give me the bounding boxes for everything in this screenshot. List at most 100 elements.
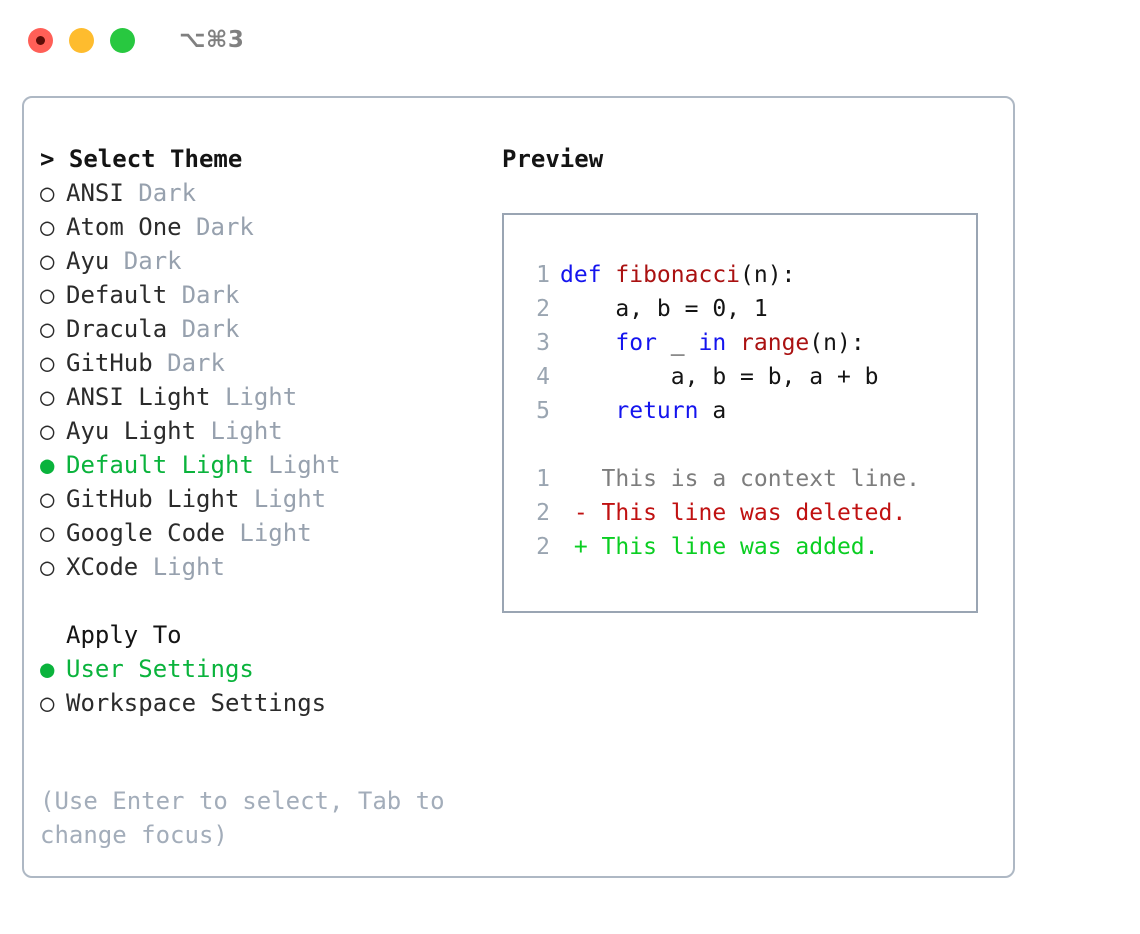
apply-to-header-spacer: ○ — [40, 618, 66, 652]
radio-unselected-icon: ○ — [40, 689, 55, 717]
diff-text: This is a context line. — [601, 466, 921, 492]
theme-option-variant: Light — [224, 519, 312, 547]
theme-option-variant: Dark — [167, 315, 240, 343]
theme-option-variant: Light — [239, 485, 327, 513]
theme-option-google-code[interactable]: ○ Google Code Light — [40, 516, 502, 550]
diff-sample: 1 This is a context line.2 - This line w… — [518, 462, 976, 564]
radio-unselected-icon: ○ — [40, 349, 55, 377]
apply-to-header: ○Apply To — [40, 618, 502, 652]
code-line-number: 4 — [536, 364, 550, 390]
diff-sign: + — [560, 534, 602, 560]
theme-option-variant: Light — [253, 451, 341, 479]
diff-line: 2 + This line was added. — [518, 530, 976, 564]
radio-unselected-icon: ○ — [40, 315, 55, 343]
theme-option-dracula[interactable]: ○Dracula Dark — [40, 312, 502, 346]
diff-text: This line was deleted. — [601, 500, 907, 526]
theme-option-label: Ayu Light — [66, 417, 197, 445]
diff-line: 1 This is a context line. — [518, 462, 976, 496]
theme-option-label: Default Light — [66, 451, 254, 479]
window-controls — [28, 27, 135, 53]
apply-to-option-user-settings[interactable]: ●User Settings — [40, 652, 502, 686]
code-diff-spacer — [518, 428, 976, 462]
panel-columns: > Select Theme ○ANSI Dark○Atom One Dark○… — [24, 98, 1013, 852]
code-token: range — [740, 330, 810, 356]
theme-option-label: XCode — [66, 553, 139, 581]
theme-option-variant: Light — [138, 553, 225, 581]
minimize-window-button[interactable] — [69, 27, 94, 53]
diff-line-number: 1 — [536, 466, 550, 492]
theme-option-variant: Dark — [181, 213, 254, 241]
code-line: 3 for _ in range(n): — [518, 326, 976, 360]
radio-unselected-icon: ○ — [40, 213, 55, 241]
code-line: 5 return a — [518, 394, 976, 428]
radio-unselected-icon: ○ — [40, 417, 55, 445]
apply-to-header-label: Apply To — [66, 621, 182, 649]
maximize-window-button[interactable] — [110, 27, 135, 53]
theme-option-label: Ayu — [66, 247, 110, 275]
radio-unselected-icon: ○ — [40, 247, 55, 275]
apply-to-list[interactable]: ●User Settings ○ Workspace Settings — [40, 652, 502, 720]
radio-unselected-icon: ○ — [40, 281, 55, 309]
apply-to-option-label: Workspace Settings — [66, 689, 327, 717]
apply-to-option-workspace-settings[interactable]: ○ Workspace Settings — [40, 686, 502, 720]
code-line: 2 a, b = 0, 1 — [518, 292, 976, 326]
code-line: 1 def fibonacci(n): — [518, 258, 976, 292]
code-line-number: 5 — [536, 398, 550, 424]
theme-option-ansi[interactable]: ○ANSI Dark — [40, 176, 502, 210]
close-window-button[interactable] — [28, 27, 53, 53]
code-token: a, b = 0, 1 — [560, 296, 768, 322]
radio-selected-icon: ● — [40, 451, 55, 479]
theme-option-github-light[interactable]: ○GitHub Light Light — [40, 482, 502, 516]
code-token: a — [698, 398, 727, 424]
theme-option-atom-one[interactable]: ○ Atom One Dark — [40, 210, 502, 244]
radio-unselected-icon: ○ — [40, 485, 55, 513]
theme-option-label: Atom One — [66, 213, 182, 241]
theme-option-github[interactable]: ○GitHub Dark — [40, 346, 502, 380]
theme-option-label: ANSI — [66, 179, 124, 207]
theme-option-label: Default — [66, 281, 168, 309]
select-theme-header: > Select Theme — [40, 145, 243, 173]
theme-list[interactable]: ○ ANSI Dark ○ Atom One Dark ○ Ayu Dark ○ Defaul… — [40, 176, 502, 584]
radio-unselected-icon: ○ — [40, 179, 55, 207]
theme-option-label: Google Code — [66, 519, 225, 547]
diff-sign: - — [560, 500, 602, 526]
keyboard-hint-text: (Use Enter to select, Tab to change focu… — [40, 787, 445, 849]
theme-option-ayu-light[interactable]: ○Ayu Light Light — [40, 414, 502, 448]
code-token: (n): — [809, 330, 865, 356]
code-line: 4 a, b = b, a + b — [518, 360, 976, 394]
code-token — [560, 398, 615, 424]
code-token: (n): — [740, 262, 796, 288]
diff-line: 2 - This line was deleted. — [518, 496, 976, 530]
diff-text: This line was added. — [601, 534, 879, 560]
code-line-number: 3 — [536, 330, 550, 356]
code-line-number: 2 — [536, 296, 550, 322]
code-token: _ — [656, 330, 699, 356]
theme-option-variant: Light — [210, 383, 298, 411]
theme-option-ayu[interactable]: ○ Ayu Dark — [40, 244, 502, 278]
code-token: def — [560, 262, 616, 288]
theme-option-label: ANSI Light — [66, 383, 211, 411]
theme-option-default[interactable]: ○Default Dark — [40, 278, 502, 312]
diff-line-number: 2 — [536, 500, 550, 526]
theme-option-label: GitHub — [66, 349, 153, 377]
radio-unselected-icon: ○ — [40, 553, 55, 581]
theme-option-variant: Dark — [109, 247, 182, 275]
radio-unselected-icon: ○ — [40, 519, 55, 547]
radio-selected-icon: ● — [40, 655, 55, 683]
code-token: fibonacci — [615, 262, 741, 288]
preview-title: Preview — [502, 145, 604, 173]
theme-option-xcode[interactable]: ○ XCode Light — [40, 550, 502, 584]
code-line-number: 1 — [536, 262, 550, 288]
code-token: in — [698, 330, 741, 356]
theme-option-default-light[interactable]: ● Default Light Light — [40, 448, 502, 482]
apply-to-section: ○Apply To ●User Settings○Workspace Setti… — [40, 618, 502, 720]
code-token: return — [615, 398, 699, 424]
theme-option-ansi-light[interactable]: ○ANSI Light Light — [40, 380, 502, 414]
diff-line-number: 2 — [536, 534, 550, 560]
theme-selector-column: > Select Theme ○ANSI Dark○Atom One Dark○… — [40, 142, 502, 852]
main-panel: > Select Theme ○ANSI Dark○Atom One Dark○… — [22, 96, 1015, 878]
